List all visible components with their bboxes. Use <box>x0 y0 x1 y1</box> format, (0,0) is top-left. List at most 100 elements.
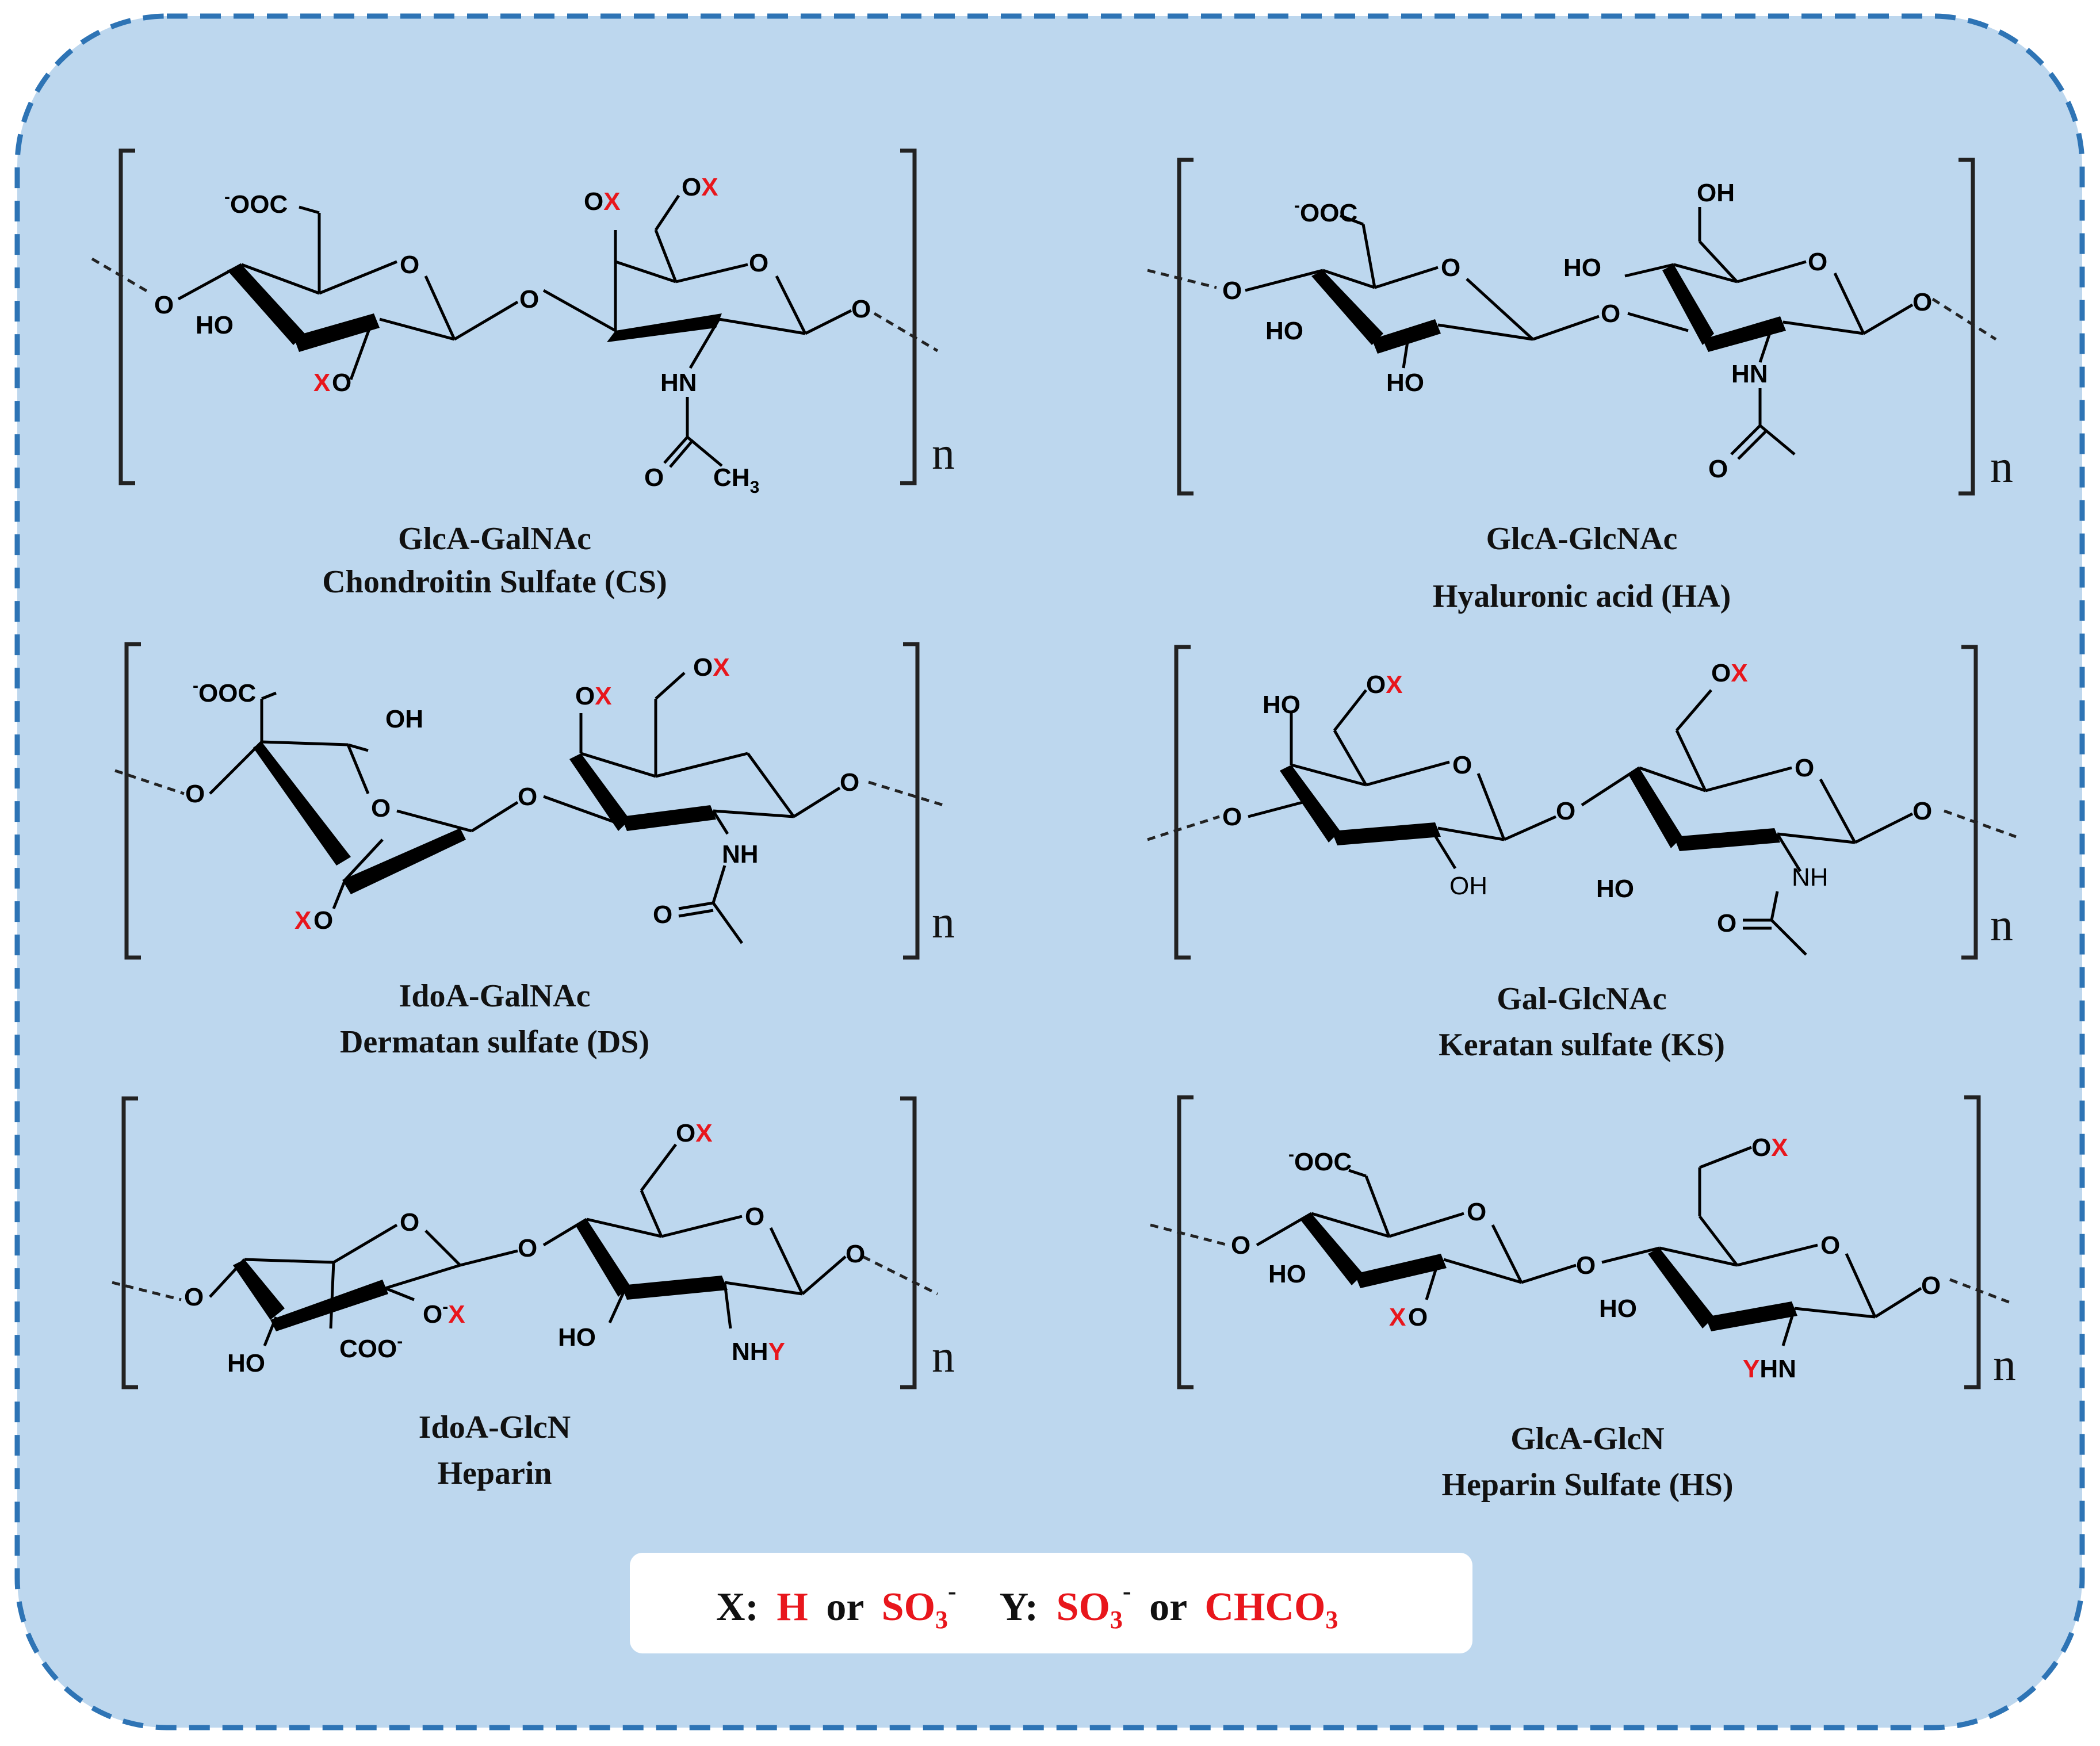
bracket-left <box>118 148 135 485</box>
repeat-n: n <box>1990 442 2013 492</box>
yhn-label: YHN <box>1743 1355 1796 1383</box>
wedge-bond <box>1355 1254 1447 1288</box>
atom-o: O <box>1820 1231 1840 1259</box>
repeat-n: n <box>932 1331 955 1382</box>
atom-o: O <box>1708 455 1728 483</box>
caption-line1: GlcA-GalNAc <box>398 521 591 557</box>
carboxylate-label: -OOC <box>224 187 288 219</box>
atom-nh: NH <box>722 840 759 868</box>
bracket-left <box>124 642 141 960</box>
bracket-right <box>1964 1095 1981 1389</box>
atom-o: O <box>1222 803 1242 831</box>
sugar-ring-idoa <box>209 691 472 909</box>
glycosidic-link-dashed <box>1147 269 1217 289</box>
ox-label: OX <box>1366 671 1403 699</box>
wedge-bond <box>1372 319 1441 354</box>
caption-line2: Dermatan sulfate (DS) <box>340 1024 649 1060</box>
methyl-label: CH3 <box>713 464 759 497</box>
carboxylate-label: -OOC <box>193 676 256 707</box>
wedge-bond <box>607 313 722 342</box>
glycosidic-link-dashed <box>112 1281 182 1301</box>
legend-box: X: H or SO3- Y: SO3- or CHCO3 <box>630 1553 1472 1653</box>
glycosidic-bond <box>1532 315 1600 341</box>
sugar-ring-glcnac <box>1624 207 1914 460</box>
repeat-n: n <box>932 897 955 948</box>
atom-o: O <box>332 369 351 397</box>
wedge-bond <box>1674 828 1780 851</box>
glycosidic-link-dashed <box>873 312 939 353</box>
caption-line1: GlcA-GlcN <box>1510 1421 1664 1457</box>
caption-line2: Hyaluronic acid (HA) <box>1433 579 1731 614</box>
wedge-bond <box>1628 768 1682 848</box>
panel-ks: n O O HO OX OH O <box>1147 645 2017 1063</box>
ox-label: O-X <box>423 1297 465 1328</box>
atom-o: O <box>1808 248 1827 276</box>
sugar-ring-glca <box>177 205 456 380</box>
atom-o: O <box>1717 909 1736 937</box>
wedge-bond <box>227 265 305 345</box>
caption-line1: IdoA-GalNAc <box>399 978 591 1014</box>
atom-o: O <box>1231 1231 1250 1259</box>
panel-ha: n O O -OOC HO HO O <box>1147 158 2013 614</box>
background-panel <box>14 13 2085 1730</box>
atom-o: O <box>745 1203 764 1231</box>
atom-ho: HO <box>227 1349 265 1377</box>
caption-line2: Heparin Sulfate (HS) <box>1441 1467 1733 1503</box>
repeat-n: n <box>1990 900 2013 951</box>
atom-o: O <box>185 780 205 808</box>
glycosidic-bond <box>453 300 519 341</box>
atom-ho: HO <box>196 311 234 339</box>
atom-hn: HN <box>1731 360 1768 388</box>
wedge-bond <box>621 1276 728 1300</box>
atom-o: O <box>1912 797 1932 825</box>
atom-o: O <box>518 1234 537 1262</box>
panel-ds: n O O -OOC OH X O O <box>114 642 955 1060</box>
glycosidic-bond <box>1503 815 1557 841</box>
x-substituent: X <box>1389 1303 1406 1331</box>
atom-o: O <box>313 906 333 935</box>
atom-ho: HO <box>1265 317 1303 345</box>
panel-heparin: n O O O-X HO COO- O <box>112 1096 955 1491</box>
legend-text: X: H or SO3- Y: SO3- or CHCO3 <box>716 1564 1338 1634</box>
caption-line2: Heparin <box>437 1456 552 1491</box>
wedge-bond <box>1703 316 1786 352</box>
wedge-bond <box>342 828 466 894</box>
caption-line1: GlcA-GlcNAc <box>1486 521 1678 557</box>
wedge-bond <box>1648 1248 1714 1328</box>
atom-ho: HO <box>1563 254 1601 282</box>
atom-o: O <box>851 295 871 323</box>
atom-o: O <box>846 1240 865 1268</box>
bracket-right <box>900 1096 917 1389</box>
bracket-right <box>900 148 917 485</box>
atom-ho: HO <box>558 1323 596 1351</box>
atom-o: O <box>1452 751 1472 779</box>
atom-o: O <box>1222 277 1242 305</box>
atom-o: O <box>749 249 768 277</box>
atom-o: O <box>1556 797 1575 825</box>
glycosidic-link-dashed <box>114 769 185 795</box>
atom-ho: HO <box>1596 875 1634 903</box>
atom-o: O <box>1408 1303 1428 1331</box>
atom-o: O <box>371 794 391 822</box>
bracket-right <box>1961 645 1978 960</box>
atom-o: O <box>1576 1251 1596 1280</box>
atom-oh: OH <box>1697 179 1735 207</box>
wedge-bond <box>575 1219 630 1297</box>
caption-line1: Gal-GlcNAc <box>1497 981 1666 1017</box>
panel-hs: n O O -OOC HO X O O <box>1150 1095 2016 1503</box>
ox-label: OX <box>682 173 718 201</box>
ox-label: OX <box>1751 1134 1788 1162</box>
bracket-right <box>903 642 920 960</box>
carboxylate-label: -OOC <box>1288 1145 1352 1176</box>
atom-o: O <box>1467 1198 1486 1226</box>
nhy-label: NHY <box>732 1338 785 1366</box>
bracket-left <box>1177 158 1194 496</box>
glycosidic-link-dashed <box>1147 815 1220 841</box>
atom-o: O <box>1795 754 1814 782</box>
wedge-bond <box>1332 822 1441 845</box>
ox-label: OX <box>575 682 612 710</box>
atom-hn: HN <box>660 369 697 397</box>
atom-o: O <box>519 285 539 313</box>
